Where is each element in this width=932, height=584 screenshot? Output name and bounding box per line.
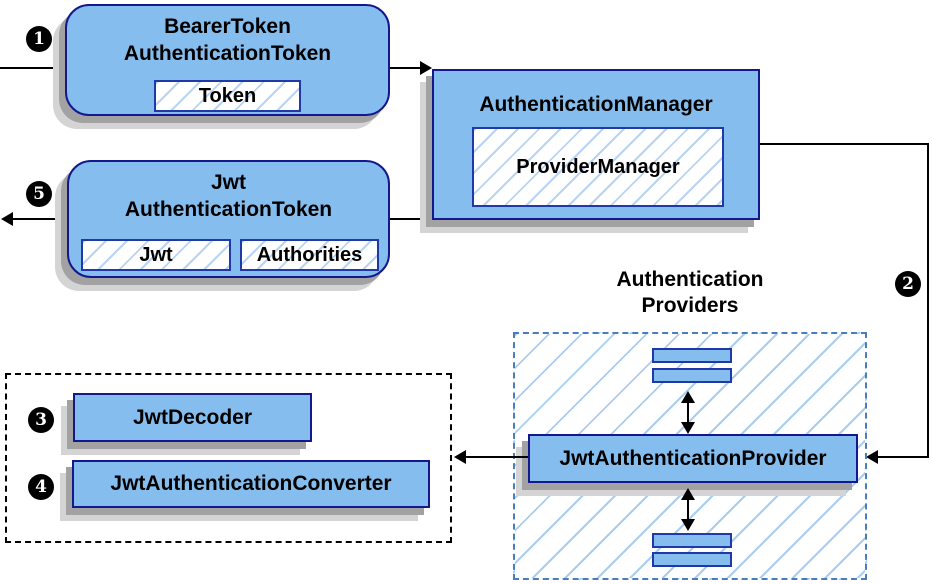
jwt-authentication-converter-title: JwtAuthenticationConverter <box>110 472 392 495</box>
arrow-up-icon <box>681 488 695 500</box>
step-4-badge: 4 <box>28 474 54 500</box>
provider-to-decoder-line <box>466 456 528 458</box>
arrow-down-icon <box>681 519 695 531</box>
provider-stack-bar <box>652 533 732 548</box>
authorities-field: Authorities <box>240 239 379 271</box>
provider-stack-bar <box>652 552 732 567</box>
step-1-badge: 1 <box>26 26 52 52</box>
manager-to-provider-line-top <box>760 143 929 145</box>
step-2-badge: 2 <box>895 271 921 297</box>
manager-to-provider-line-bottom <box>877 456 929 458</box>
jwt-token-title-line2: AuthenticationToken <box>124 198 333 221</box>
manager-to-provider-line-right <box>927 143 929 458</box>
provider-stack-bar <box>652 368 732 383</box>
provider-stack-bar <box>652 348 732 363</box>
authentication-providers-heading: Authentication Providers <box>540 267 840 319</box>
manager-to-jwt-token-line <box>390 218 433 220</box>
jwt-authentication-token-node: Jwt AuthenticationToken Jwt Authorities <box>67 160 390 278</box>
provider-manager-field: ProviderManager <box>472 127 724 207</box>
manager-to-provider-arrowhead-icon <box>866 450 878 464</box>
bearer-token-authentication-token-node: BearerToken AuthenticationToken Token <box>65 4 390 116</box>
jwt-authentication-provider-node: JwtAuthenticationProvider <box>528 434 858 483</box>
provider-link-line-bottom <box>687 497 689 521</box>
arrow-down-icon <box>681 422 695 434</box>
authentication-providers-heading-line2: Providers <box>641 294 739 317</box>
jwt-decoder-node: JwtDecoder <box>73 393 312 442</box>
bearer-token-title-line2: AuthenticationToken <box>123 42 332 65</box>
provider-to-decoder-arrowhead-icon <box>454 450 466 464</box>
jwt-decoder-title: JwtDecoder <box>132 405 253 429</box>
jwt-token-out-line <box>12 218 67 220</box>
arrow-up-icon <box>681 391 695 403</box>
jwt-token-out-arrowhead-icon <box>1 212 13 226</box>
bearer-to-manager-arrowhead-icon <box>420 61 432 75</box>
bearer-to-manager-line <box>390 67 421 69</box>
authentication-manager-node: AuthenticationManager ProviderManager <box>432 69 760 220</box>
step-5-badge: 5 <box>26 181 52 207</box>
bearer-token-title-line1: BearerToken <box>164 15 291 38</box>
authentication-providers-heading-line1: Authentication <box>616 268 764 291</box>
incoming-request-line <box>0 67 66 69</box>
provider-link-line-top <box>687 400 689 424</box>
step-3-badge: 3 <box>28 407 54 433</box>
authentication-manager-title: AuthenticationManager <box>479 93 713 116</box>
jwt-field: Jwt <box>81 239 231 271</box>
jwt-authentication-provider-title: JwtAuthenticationProvider <box>559 446 827 470</box>
token-field: Token <box>154 80 301 112</box>
jwt-authentication-converter-node: JwtAuthenticationConverter <box>72 460 430 508</box>
decoder-converter-group-box <box>5 373 452 543</box>
jwt-token-title-line1: Jwt <box>210 171 246 194</box>
